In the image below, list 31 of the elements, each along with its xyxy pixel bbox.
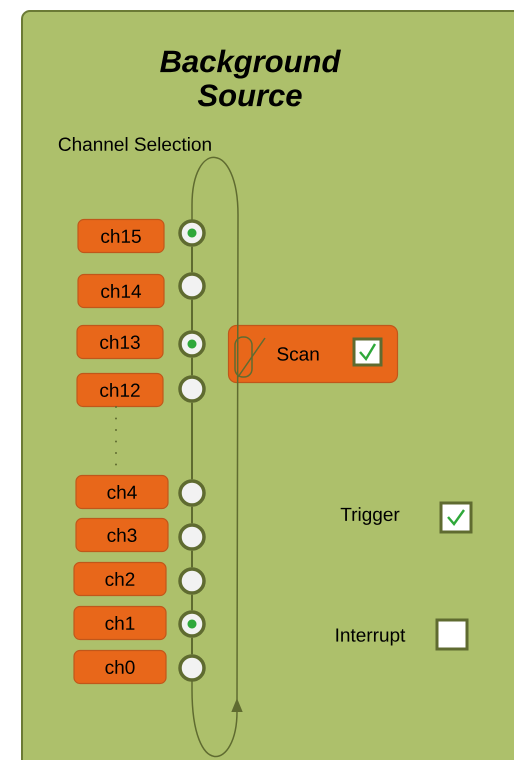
channel-box: ch14 bbox=[77, 274, 165, 308]
radio-button bbox=[178, 610, 206, 638]
channel-box: ch15 bbox=[77, 218, 165, 254]
radio-button bbox=[178, 272, 206, 300]
connector-line bbox=[191, 246, 193, 272]
connector-line bbox=[191, 506, 193, 524]
panel-heading: Background Source bbox=[160, 50, 341, 106]
connector-line bbox=[191, 638, 193, 654]
radio-button bbox=[178, 375, 206, 403]
channel-box: ch1 bbox=[73, 606, 167, 640]
checkbox-label: Trigger bbox=[340, 507, 400, 525]
channel-box: ch0 bbox=[73, 650, 167, 684]
radio-button bbox=[178, 654, 206, 682]
channel-box: ch3 bbox=[75, 518, 169, 552]
radio-button bbox=[178, 567, 206, 595]
channel-box: ch2 bbox=[73, 562, 167, 596]
radio-button bbox=[178, 330, 206, 358]
channel-box: ch4 bbox=[75, 474, 169, 510]
connector-line bbox=[191, 550, 193, 568]
connector-line bbox=[191, 594, 193, 610]
connector-line bbox=[191, 358, 193, 376]
connector-line bbox=[191, 402, 193, 480]
radio-button bbox=[178, 219, 206, 247]
section-label: Channel Selection bbox=[58, 137, 211, 151]
channel-box: ch12 bbox=[76, 372, 164, 408]
checkbox-label: Interrupt bbox=[336, 628, 406, 646]
scan-box: Scan bbox=[228, 324, 398, 384]
radio-button bbox=[178, 479, 206, 507]
channel-box: ch13 bbox=[76, 324, 164, 360]
connector-line bbox=[191, 300, 193, 330]
radio-button bbox=[178, 523, 206, 551]
